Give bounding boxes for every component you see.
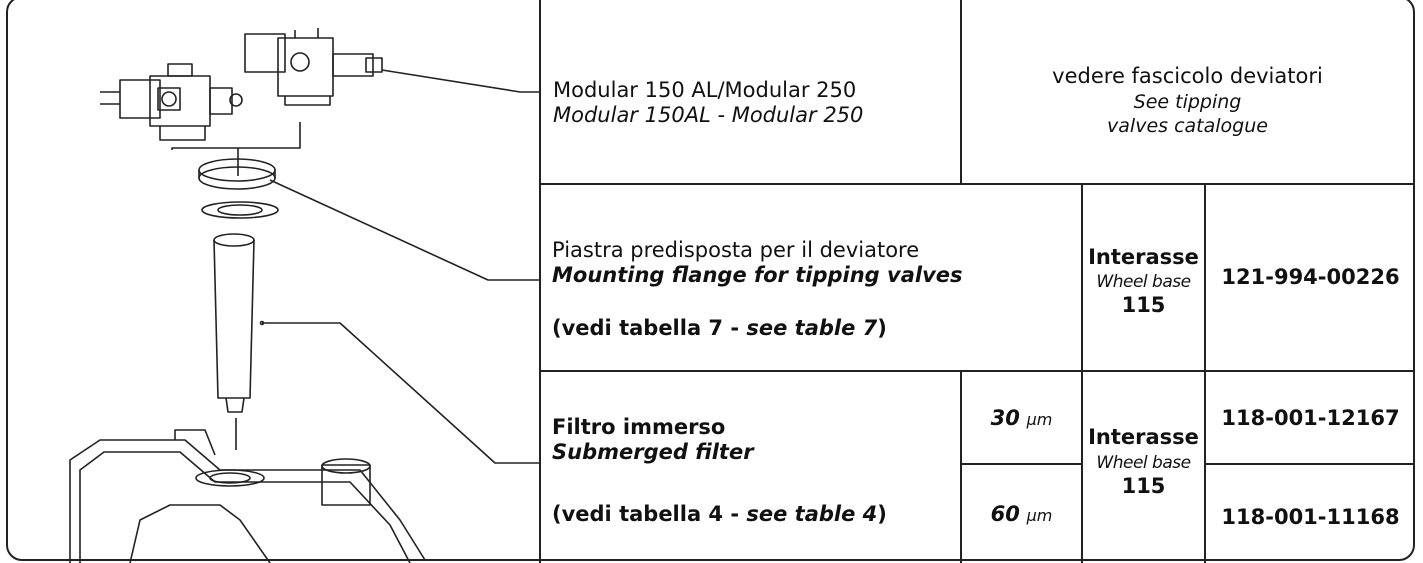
flange-wheelbase-label-en: Wheel base	[1096, 272, 1191, 292]
row-divider	[1205, 463, 1415, 465]
exploded-view-drawing	[69, 28, 540, 563]
column-divider	[1204, 184, 1206, 563]
flange-part-code: 121-994-00226	[1221, 265, 1400, 289]
column-divider	[1081, 184, 1083, 563]
flange-wheelbase-value: 115	[1121, 293, 1166, 317]
valve-left-icon	[100, 63, 243, 141]
row-divider	[539, 370, 1415, 372]
row-divider	[539, 183, 1415, 185]
filter-part-code-2: 118-001-11168	[1221, 505, 1400, 529]
flange-description-it: Piastra predisposta per il deviatore	[552, 238, 920, 262]
row-divider	[961, 463, 1082, 465]
valve-right-icon	[244, 28, 383, 106]
filter-description-en: Submerged filter	[552, 440, 754, 464]
filter-wheelbase-value: 115	[1121, 474, 1166, 498]
column-divider	[539, 0, 541, 563]
filter-wheelbase-label-it: Interasse	[1088, 425, 1199, 449]
flange-wheelbase-label-it: Interasse	[1088, 245, 1199, 269]
flange-description-en: Mounting flange for tipping valves	[552, 263, 963, 287]
filter-micron-30: 30 µm	[990, 406, 1053, 430]
modular-note-en: valves catalogue	[1107, 115, 1268, 137]
table-frame	[6, 0, 1415, 561]
modular-description-it: Modular 150 AL/Modular 250	[553, 78, 857, 102]
filter-reference: (vedi tabella 4 - see table 4)	[552, 502, 887, 526]
filter-part-code-1: 118-001-12167	[1221, 406, 1400, 430]
column-divider	[960, 371, 962, 563]
filter-description-it: Filtro immerso	[552, 415, 726, 439]
modular-description-en: Modular 150AL - Modular 250	[553, 103, 864, 127]
filter-micron-60: 60 µm	[990, 502, 1053, 526]
modular-note-en: See tipping	[1133, 91, 1242, 113]
column-divider	[960, 0, 962, 184]
filter-wheelbase-label-en: Wheel base	[1083, 451, 1204, 475]
modular-note-it: vedere fascicolo deviatori	[1052, 64, 1323, 88]
flange-reference: (vedi tabella 7 - see table 7)	[552, 316, 887, 340]
